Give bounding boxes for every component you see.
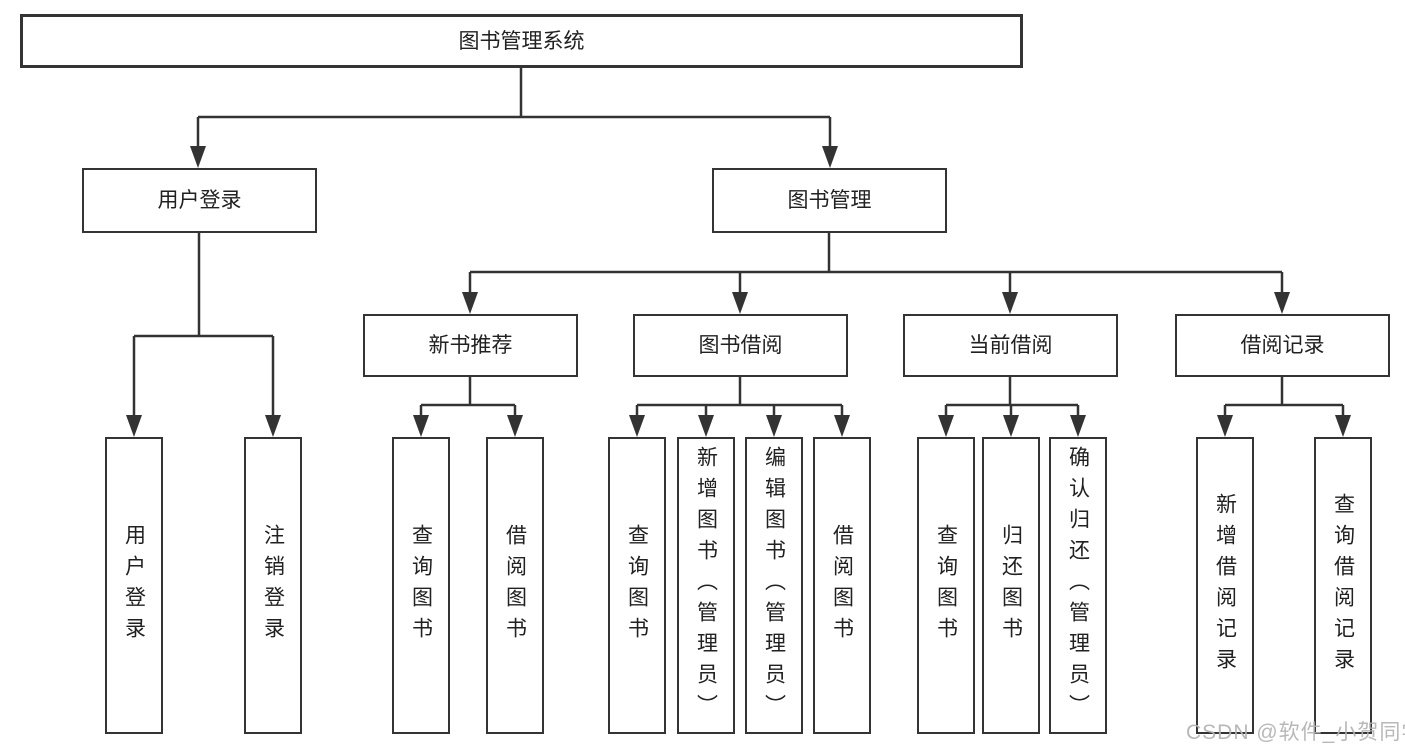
arrowhead — [1335, 415, 1351, 437]
leaf-query-books-borrow: 查询图书 — [608, 437, 666, 734]
leaf-add-book-admin: 新增图书（管理员） — [677, 437, 735, 734]
arrowhead — [413, 415, 429, 437]
arrowhead — [766, 415, 782, 437]
arrowhead — [507, 415, 523, 437]
connector-lines — [132, 68, 1345, 419]
arrowhead — [1070, 415, 1086, 437]
leaf-add-borrow-record: 新增借阅记录 — [1196, 437, 1254, 734]
arrowhead — [1217, 415, 1233, 437]
connector-borrow-record-to-leaves — [1223, 377, 1345, 419]
node-book-borrow: 图书借阅 — [633, 314, 848, 377]
arrowhead — [1003, 415, 1019, 437]
connector-current-borrow-to-leaves — [944, 377, 1080, 419]
connector-book-management-to-level3 — [468, 233, 1284, 296]
arrowhead — [698, 415, 714, 437]
arrowhead — [629, 415, 645, 437]
leaf-edit-book-admin: 编辑图书（管理员） — [745, 437, 803, 734]
leaf-query-books-current: 查询图书 — [917, 437, 975, 734]
arrowhead — [265, 415, 281, 437]
connector-user-login-to-leaves — [132, 233, 275, 419]
node-new-book-recommend: 新书推荐 — [363, 314, 578, 377]
node-borrow-records: 借阅记录 — [1175, 314, 1390, 377]
leaf-query-books-recommend: 查询图书 — [392, 437, 450, 734]
node-book-management: 图书管理 — [712, 168, 947, 233]
arrowhead — [938, 415, 954, 437]
arrowhead — [190, 146, 206, 168]
arrowhead — [1274, 292, 1290, 314]
node-root-library-system: 图书管理系统 — [20, 14, 1023, 68]
arrowhead — [732, 292, 748, 314]
connector-new-book-to-leaves — [419, 377, 517, 419]
csdn-watermark: CSDN @软件_小贺同学 — [1186, 721, 1405, 744]
arrowhead — [822, 146, 838, 168]
leaf-borrow-books-recommend: 借阅图书 — [486, 437, 544, 734]
connector-book-borrow-to-leaves — [635, 377, 844, 419]
arrowhead — [1002, 292, 1018, 314]
leaf-return-book: 归还图书 — [982, 437, 1040, 734]
leaf-borrow-books: 借阅图书 — [813, 437, 871, 734]
arrowheads — [126, 146, 1351, 437]
node-user-login: 用户登录 — [82, 168, 317, 233]
leaf-query-borrow-record: 查询借阅记录 — [1314, 437, 1372, 734]
leaf-confirm-return-admin: 确认归还（管理员） — [1049, 437, 1107, 734]
arrowhead — [462, 292, 478, 314]
arrowhead — [834, 415, 850, 437]
connector-root-to-level2 — [196, 68, 832, 150]
arrowhead — [126, 415, 142, 437]
node-current-borrow: 当前借阅 — [903, 314, 1118, 377]
leaf-logout: 注销登录 — [244, 437, 302, 734]
leaf-user-login: 用户登录 — [105, 437, 163, 734]
